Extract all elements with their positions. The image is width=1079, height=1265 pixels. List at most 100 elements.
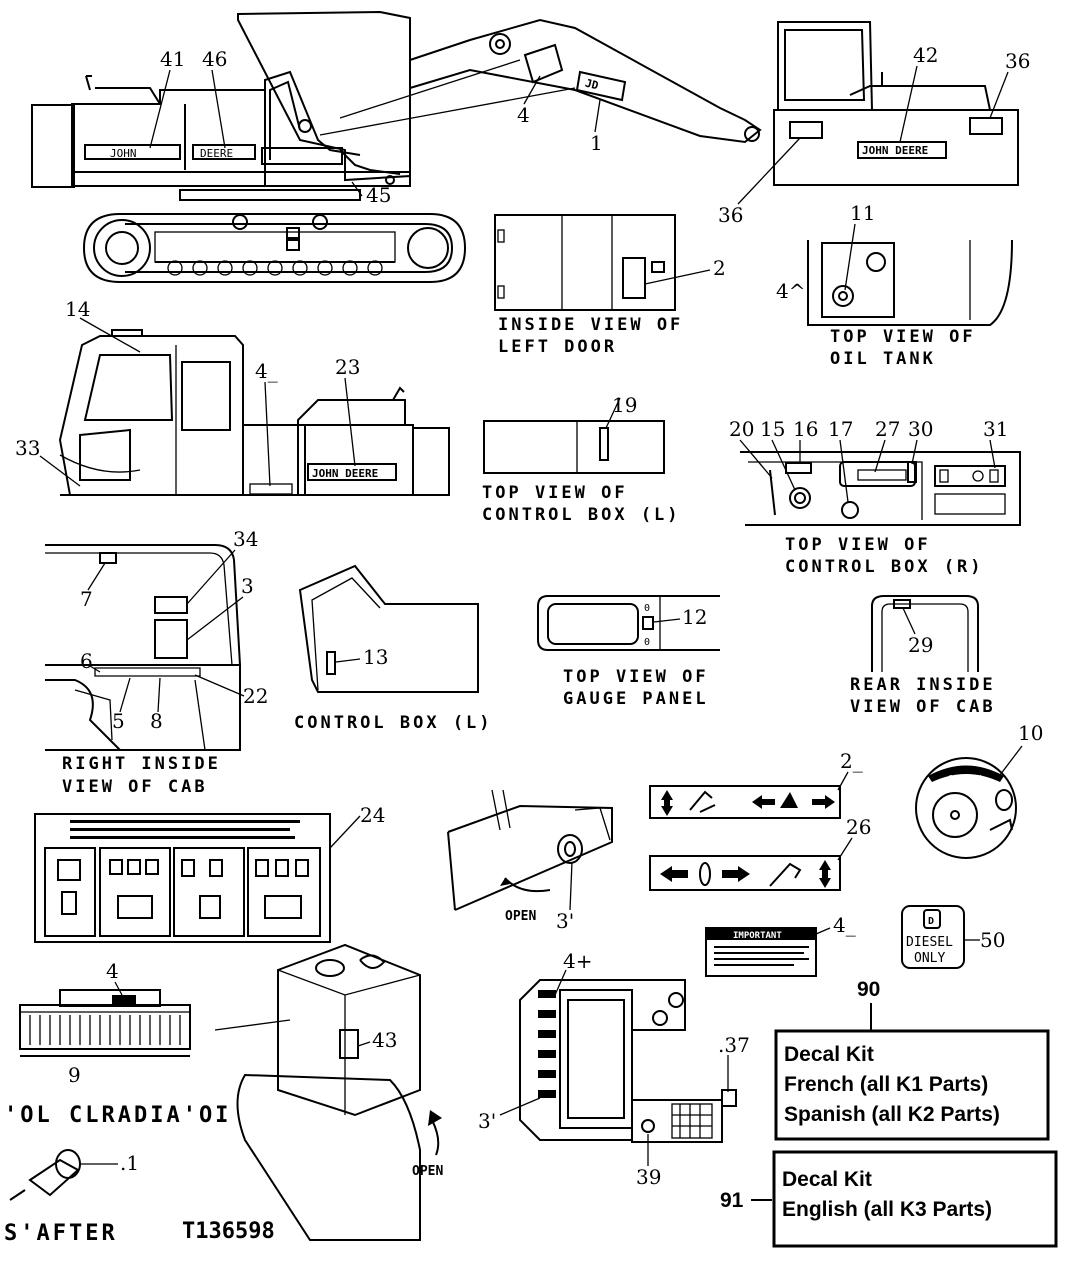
oil-tank-view: 11 4^ TOP VIEW OF OIL TANK	[776, 201, 1013, 369]
callout-44: 4^	[776, 279, 805, 303]
callout-7: 7	[80, 587, 93, 611]
excavator-side-view: JD JOHN DEERE 41 4	[31, 10, 762, 283]
callout-12: 12	[682, 605, 707, 629]
callout-41a: 41	[160, 47, 185, 71]
caption-rear-cab-1: REAR INSIDE	[850, 675, 996, 695]
radiator-detail: 4 9 'OL CLRADIA'OI	[4, 959, 231, 1128]
decal-john: JOHN	[110, 147, 137, 160]
callout-45: 45	[366, 183, 391, 207]
decal-john-deere-rear: JOHN DEERE	[862, 144, 928, 157]
engine-cover-detail: OPEN 43	[214, 943, 443, 1241]
kit-91-number: 91	[720, 1189, 744, 1212]
callout-46: 46	[202, 47, 227, 71]
gauge-panel-view: 0 0 12 TOP VIEW OF GAUGE PANEL	[537, 595, 720, 709]
callout-36a: 36	[1005, 49, 1030, 73]
starter-caption: S'AFTER	[4, 1221, 118, 1246]
kit-90-line-1: Decal Kit	[784, 1043, 874, 1066]
callout-33: 33	[15, 436, 40, 460]
callout-39: 39	[636, 1165, 661, 1189]
caution-text: CAUTION	[948, 774, 982, 783]
callout-1: 1	[590, 131, 603, 155]
caption-oil-tank-2: OIL TANK	[830, 349, 936, 369]
decal-important: IMPORTANT 4_	[705, 913, 856, 977]
callout-34: 34	[233, 527, 258, 551]
caption-left-door-1: INSIDE VIEW OF	[498, 315, 683, 335]
callout-19: 19	[612, 393, 637, 417]
callout-4b: 4	[106, 959, 119, 983]
control-box-r-top-view: 20 15 16 17 27 30 31 TOP VIEW OF CONTROL…	[729, 417, 1021, 577]
callout-5: 5	[112, 709, 125, 733]
kit-90: 90 Decal Kit French (all K1 Parts) Spani…	[774, 978, 1050, 1141]
callout-30: 30	[908, 417, 933, 441]
decal-deere: DEERE	[200, 147, 233, 160]
caption-cbr-top-2: CONTROL BOX (R)	[785, 557, 984, 577]
caption-cbr-top-1: TOP VIEW OF	[785, 535, 931, 555]
open-label-2: OPEN	[412, 1164, 443, 1179]
callout-22: 22	[243, 684, 268, 708]
only-text: ONLY	[914, 951, 945, 966]
caption-gauge-2: GAUGE PANEL	[563, 689, 709, 709]
svg-text:0: 0	[644, 637, 650, 648]
caption-rear-cab-2: VIEW OF CAB	[850, 697, 996, 717]
callout-15: 15	[760, 417, 785, 441]
caption-cbl-top-1: TOP VIEW OF	[482, 483, 628, 503]
decal-john-deere-side: JOHN DEERE	[312, 467, 378, 480]
callout-35: 3'	[478, 1109, 496, 1133]
excavator-rear-view: JOHN DEERE 42 36 36	[718, 21, 1030, 227]
open-label-1: OPEN	[505, 909, 536, 924]
caption-oil-tank-1: TOP VIEW OF	[830, 327, 976, 347]
svg-text:JD: JD	[584, 77, 600, 93]
callout-24: 24	[360, 803, 385, 827]
callout-51: .1	[120, 1151, 139, 1175]
kit-90-number: 90	[857, 978, 880, 1001]
left-door-view: 2 INSIDE VIEW OF LEFT DOOR	[494, 214, 726, 357]
kit-91-line-1: Decal Kit	[782, 1168, 872, 1191]
callout-20: 20	[729, 417, 754, 441]
cab-console-detail: 4+ .37 3' 39	[478, 949, 750, 1189]
callout-2: 2	[713, 256, 726, 280]
callout-29: 29	[908, 633, 933, 657]
callout-16: 16	[793, 417, 818, 441]
callout-31: 31	[983, 417, 1008, 441]
kit-91: 91 Decal Kit English (all K3 Parts)	[720, 1150, 1058, 1248]
caption-left-door-2: LEFT DOOR	[498, 337, 617, 357]
svg-text:D: D	[928, 916, 934, 927]
kit-90-line-3: Spanish (all K2 Parts)	[784, 1103, 1000, 1126]
callout-10: 10	[1018, 721, 1043, 745]
callout-26: 26	[846, 815, 871, 839]
decal-24-operating-pattern: 24	[34, 803, 385, 943]
caption-gauge-1: TOP VIEW OF	[563, 667, 709, 687]
caption-right-cab-2: VIEW OF CAB	[62, 777, 208, 797]
callout-14: 14	[65, 297, 90, 321]
callout-41b: 4_	[255, 359, 278, 383]
decal-26-arrows: 26	[649, 815, 871, 891]
diesel-text: DIESEL	[906, 935, 953, 950]
callout-42: 42	[913, 43, 938, 67]
callout-13: 13	[363, 645, 388, 669]
callout-3: 3	[241, 574, 254, 598]
decal-10-caution-disk: CAUTION 10	[915, 721, 1043, 859]
callout-41c: 4+	[563, 949, 592, 973]
callout-4: 4	[517, 103, 530, 127]
door-latch-detail: OPEN 3'	[447, 789, 613, 933]
callout-23: 23	[335, 355, 360, 379]
right-inside-cab-view: 34 3 7 6 5 8 22 RIGHT INSIDE VIEW OF CAB	[45, 527, 268, 797]
callout-43: 43	[372, 1028, 397, 1052]
svg-text:0: 0	[644, 603, 650, 614]
callout-8: 8	[150, 709, 163, 733]
kit-91-line-2: English (all K3 Parts)	[782, 1198, 992, 1221]
cab-side-view: JOHN DEERE 14 23 4_ 33	[15, 297, 450, 496]
decal-diesel-only: D DIESEL ONLY 50	[901, 905, 1005, 969]
caption-control-box-l: CONTROL BOX (L)	[294, 713, 493, 733]
starter-detail: .1 S'AFTER T136598	[4, 1149, 275, 1246]
caption-right-cab-1: RIGHT INSIDE	[62, 754, 221, 774]
callout-37: .37	[718, 1033, 750, 1057]
callout-25: 2_	[840, 749, 863, 773]
callout-9: 9	[68, 1063, 81, 1087]
callout-27: 27	[875, 417, 900, 441]
rear-inside-cab-view: 29 REAR INSIDE VIEW OF CAB	[850, 595, 996, 717]
important-text: IMPORTANT	[733, 931, 782, 941]
callout-50: 50	[980, 928, 1005, 952]
radiator-caption: 'OL CLRADIA'OI	[4, 1103, 231, 1128]
